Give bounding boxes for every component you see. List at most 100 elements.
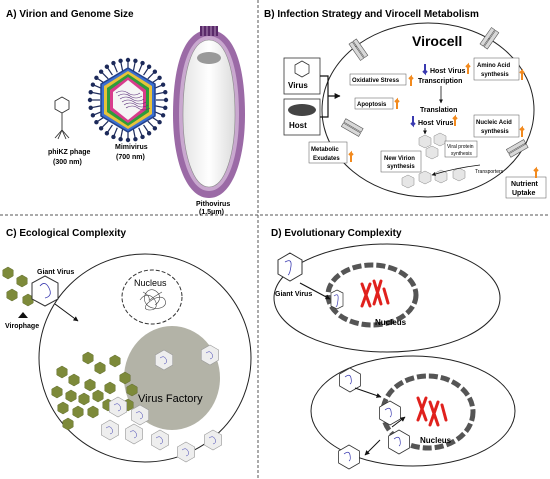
- virophage-icon: [119, 371, 131, 385]
- up-arrow-icon: [519, 68, 525, 80]
- giant-virus-external-icon: [31, 275, 59, 307]
- giant-virus-icon: [338, 444, 360, 470]
- metabolic-exudates-box: [308, 141, 348, 164]
- panel-d: D) Evolutionary Complexity Nucleus Giant…: [271, 228, 516, 470]
- transporters-label: Transporters: [475, 169, 504, 175]
- up-arrow-icon: [408, 74, 414, 86]
- virophage-icon: [16, 274, 28, 288]
- virophage-icon: [65, 389, 77, 403]
- virophage-icon: [6, 288, 18, 302]
- new-virion-particles: [401, 167, 466, 189]
- chromatin-icon: [139, 289, 166, 311]
- nucleic-acid-label-1: Nucleic Acid: [476, 120, 512, 126]
- virocell-label: Virocell: [412, 33, 462, 49]
- nutrient-label-1: Nutrient: [511, 181, 539, 188]
- giant-virus-icon: [379, 400, 401, 426]
- phikz-phage-icon: [54, 96, 70, 140]
- giant-virus-icon: [151, 429, 169, 451]
- giant-virus-d-icon: [277, 252, 303, 282]
- viral-protein-cluster: [418, 132, 447, 160]
- amino-acid-label-2: synthesis: [481, 72, 509, 78]
- virophage-icon: [56, 365, 68, 379]
- metabolic-label-2: Exudates: [313, 156, 340, 162]
- up-arrow-icon: [452, 114, 458, 126]
- oxidative-stress-box: [349, 73, 407, 86]
- up-arrow-icon: [519, 125, 525, 137]
- giant-virus-icon: [155, 349, 173, 371]
- pithovirus-icon: [173, 26, 245, 198]
- viral-protein-label-2: synthesis: [451, 151, 472, 157]
- giant-virus-icon: [204, 429, 222, 451]
- host-cell-top: [273, 243, 501, 353]
- up-arrow-icon: [348, 150, 354, 162]
- transcription-label: Transcription: [418, 78, 462, 85]
- virophage-icon: [104, 381, 116, 395]
- giant-virus-label: Giant Virus: [37, 269, 74, 276]
- virophage-icon: [82, 351, 94, 365]
- virus-factory-label: Virus Factory: [138, 393, 203, 405]
- virophage-icon: [72, 405, 84, 419]
- host-box-label: Host: [289, 121, 307, 130]
- transcription-host-label: Host: [430, 68, 446, 75]
- panel-c: C) Ecological Complexity Nucleus Virus F…: [2, 228, 252, 463]
- virophage-icon: [109, 354, 121, 368]
- transcription-virus-label: Virus: [448, 68, 465, 75]
- apoptosis-box: [354, 97, 394, 110]
- nutrient-uptake-box: [505, 176, 547, 199]
- down-arrow-icon: [422, 64, 428, 76]
- virus-factory: [124, 326, 220, 430]
- giant-virus-icon: [177, 441, 195, 463]
- virophage-icon: [94, 361, 106, 375]
- giant-virus-particles: [101, 344, 222, 463]
- giant-virus-icon: [388, 429, 410, 455]
- up-arrow-icon: [533, 166, 539, 178]
- chromosomes-top-icon: [360, 279, 390, 308]
- panel-b-title: B) Infection Strategy and Virocell Metab…: [264, 9, 479, 20]
- arrow-to-virions: [431, 164, 481, 176]
- infecting-virus-icon: [330, 289, 344, 310]
- giant-virus-d-label: Giant Virus: [275, 291, 312, 298]
- virophage-icon: [51, 385, 63, 399]
- viral-protein-box: [444, 140, 478, 158]
- nucleic-acid-box: [473, 114, 520, 138]
- panel-d-title: D) Evolutionary Complexity: [271, 228, 402, 239]
- nucleus-top-membrane: [325, 262, 419, 328]
- giant-virus-icon: [125, 423, 143, 445]
- virophage-icon: [62, 417, 74, 431]
- giant-virus-icon: [339, 367, 361, 393]
- arrow-bottom-3: [364, 439, 381, 456]
- panel-a-title: A) Virion and Genome Size: [6, 9, 134, 20]
- virophage-label: Virophage: [5, 323, 39, 330]
- pithovirus-size: (1.5μm): [199, 209, 224, 216]
- amino-acid-label-1: Amino Acid: [477, 63, 510, 69]
- virophage-icon: [57, 401, 69, 415]
- panel-c-title: C) Ecological Complexity: [6, 228, 126, 239]
- translation-label: Translation: [420, 107, 457, 114]
- mimivirus-name: Mimivirus: [115, 144, 148, 151]
- down-arrow-icon: [410, 116, 416, 128]
- arrow-infection: [299, 282, 331, 300]
- apoptosis-label: Apoptosis: [357, 102, 387, 108]
- up-arrow-icon: [465, 62, 471, 74]
- translation-virus-label: Virus: [436, 120, 453, 127]
- virocell-membrane: [321, 22, 535, 198]
- virus-hexagon-icon: [294, 60, 310, 78]
- panel-a: A) Virion and Genome Size phiKZ phage (3…: [6, 9, 245, 216]
- mimivirus-size: (700 nm): [116, 154, 145, 161]
- virus-box-label: Virus: [288, 81, 308, 90]
- amino-acid-box: [473, 57, 520, 81]
- host-cell-icon: [288, 104, 316, 116]
- virophage-icon: [92, 389, 104, 403]
- nucleus-top-label: Nucleus: [375, 318, 407, 327]
- host-cell-bottom: [310, 355, 516, 467]
- virophage-icon: [68, 373, 80, 387]
- nucleus-bottom-label: Nucleus: [420, 436, 452, 445]
- nutrient-label-2: Uptake: [512, 190, 535, 197]
- host-cell-membrane: [38, 253, 252, 463]
- new-virion-label-1: New Virion: [384, 156, 415, 162]
- new-virion-label-2: synthesis: [387, 164, 415, 170]
- chromosomes-bottom-icon: [416, 396, 448, 427]
- bracket-arrow: [320, 75, 340, 118]
- arrow-bottom-1: [354, 387, 382, 398]
- phage-name: phiKZ phage: [48, 149, 90, 156]
